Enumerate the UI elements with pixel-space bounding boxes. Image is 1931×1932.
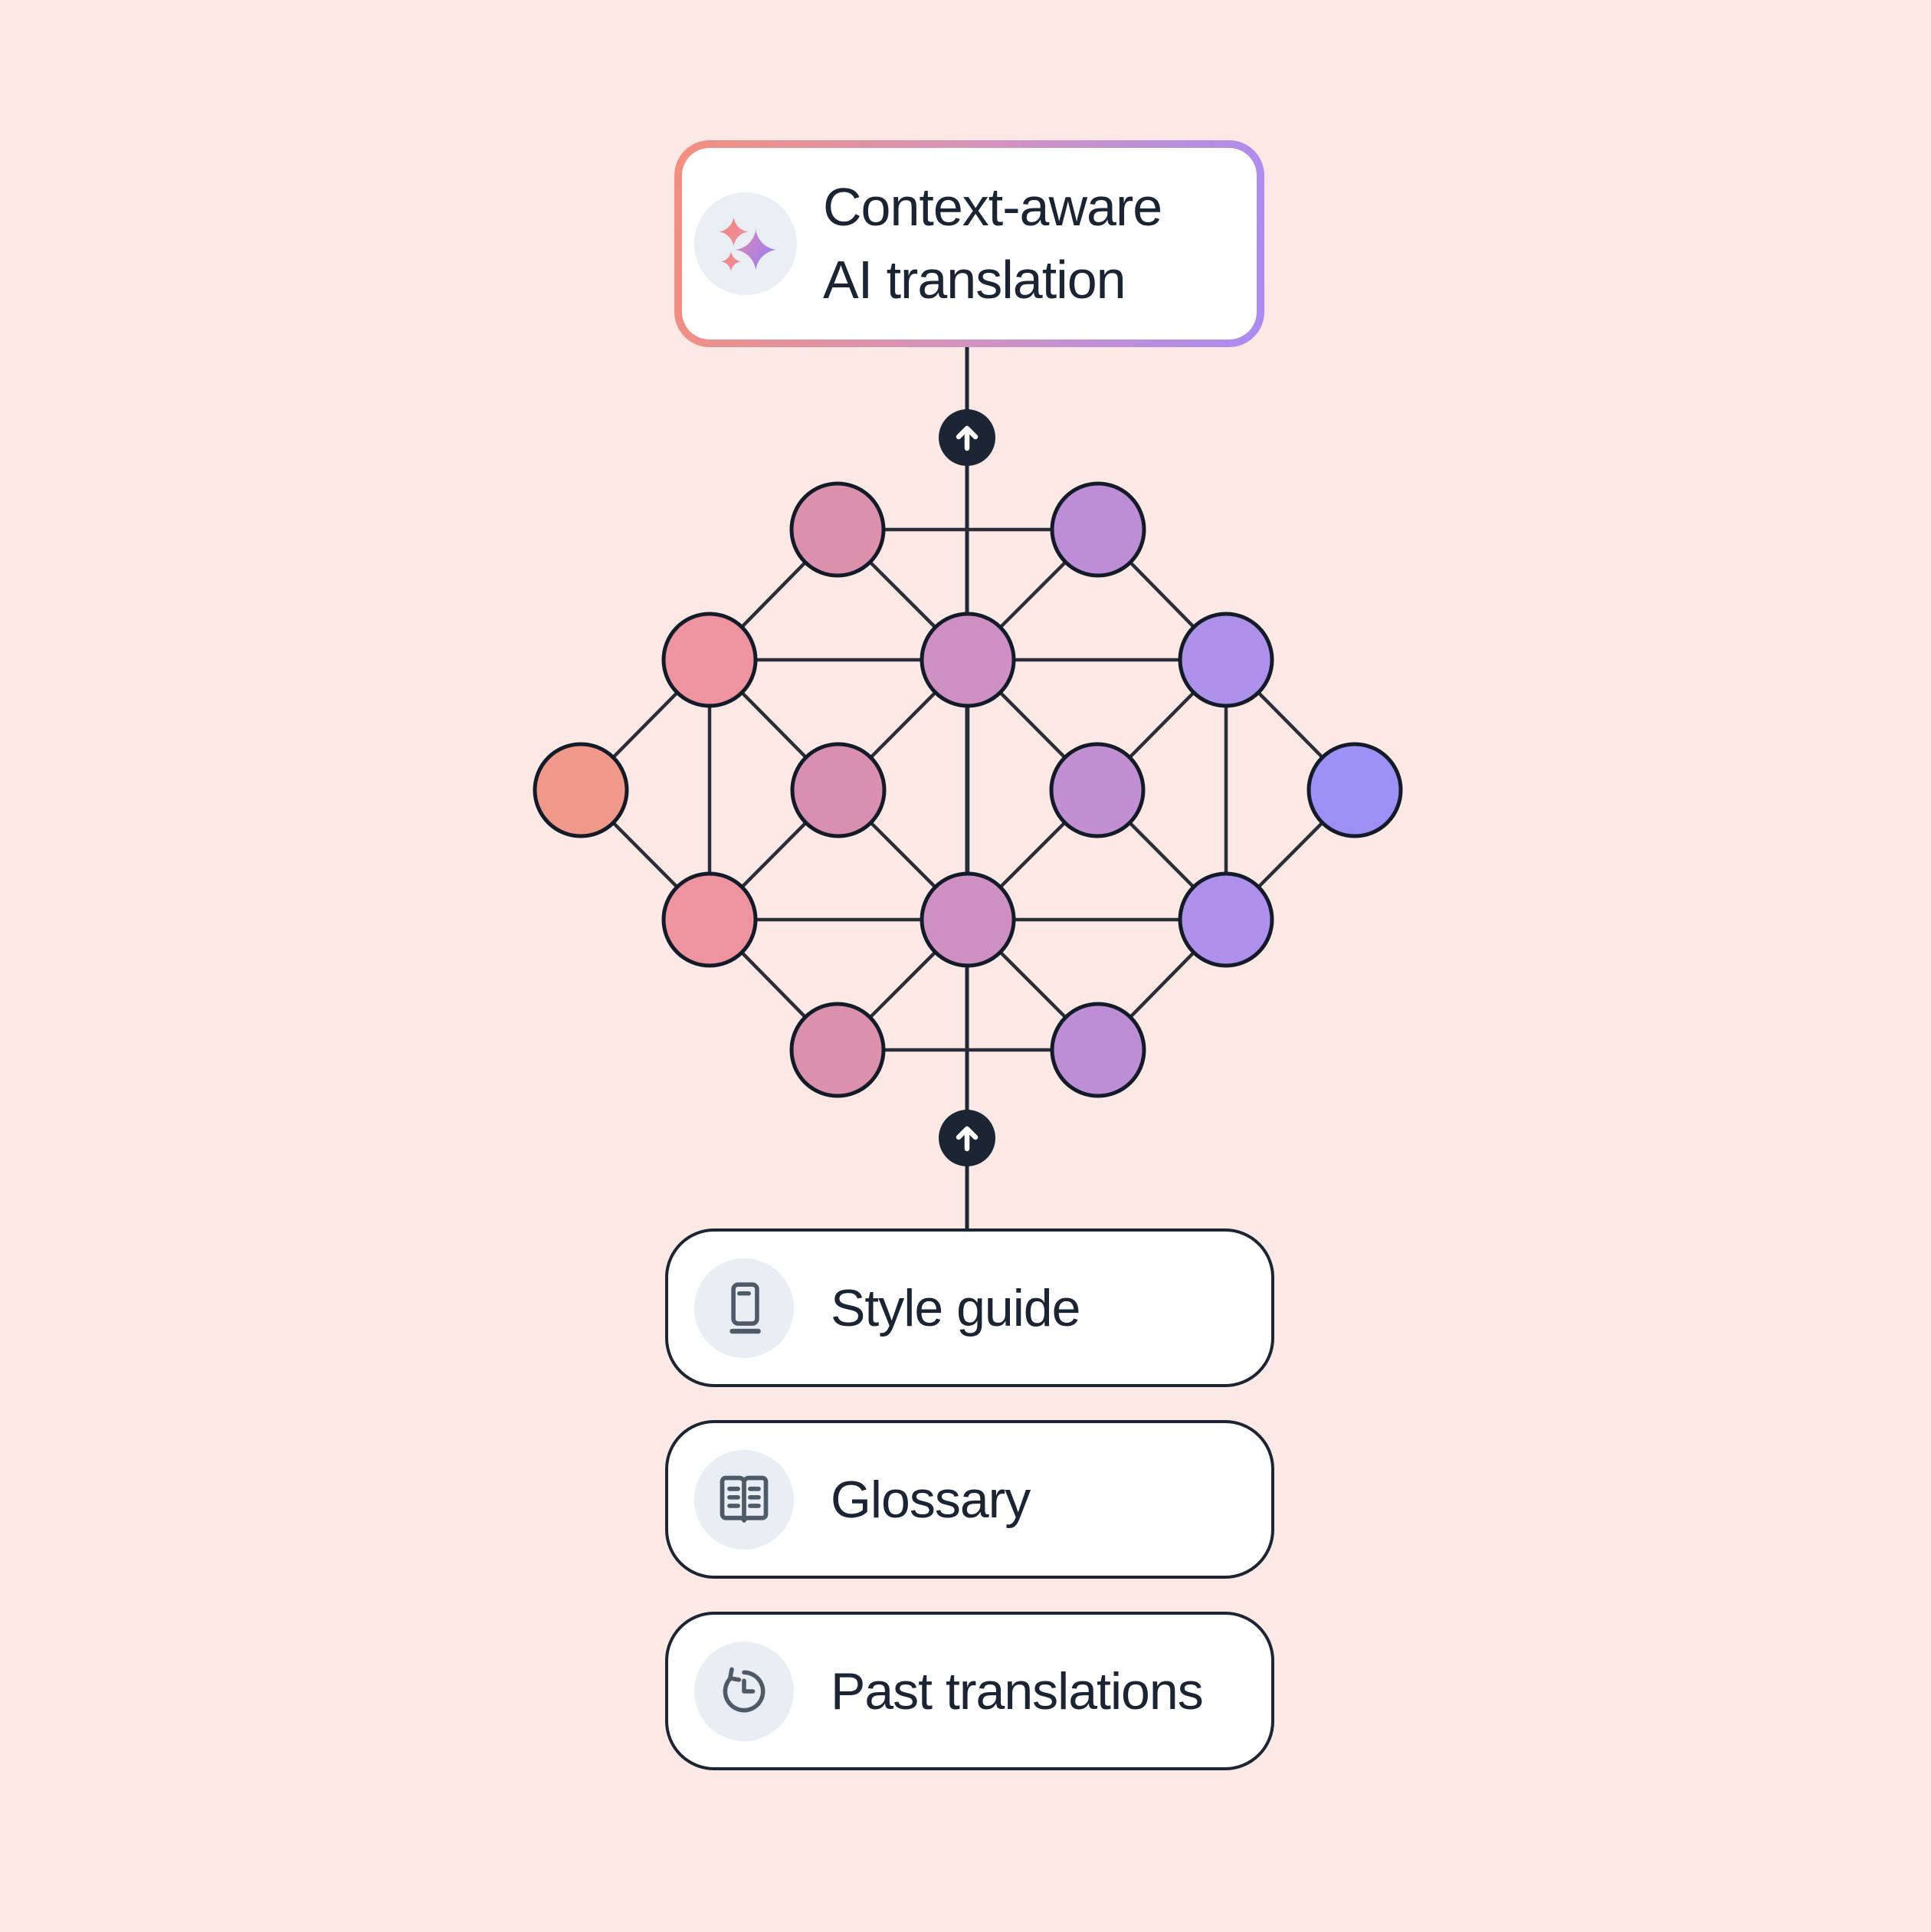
up-arrow-icon [956,1126,979,1152]
glossary-card: Glossary [665,1420,1274,1579]
glossary-icon-circle [694,1449,794,1550]
style-guide-icon-circle [694,1258,794,1358]
context-card-title: Context-aware AI translation [823,171,1162,317]
open-book-icon [720,1475,769,1523]
style-guide-card: Style guide [665,1228,1274,1387]
network-node-a2 [1050,481,1146,578]
sparkles-badge [694,192,797,295]
network-node-b2 [920,612,1016,708]
context-card: Context-aware AI translation [674,140,1264,347]
network-node-d2 [920,871,1016,968]
network-node-d1 [661,871,758,968]
network-node-e1 [789,1002,886,1098]
up-arrow-icon [956,425,979,451]
network-node-e2 [1050,1002,1146,1098]
network-node-c3 [1049,742,1146,838]
network-node-d3 [1178,871,1274,968]
style-guide-label: Style guide [831,1278,1080,1337]
network-node-c2 [790,742,887,838]
network-node-a1 [789,481,886,578]
past-translations-label: Past translations [831,1661,1204,1720]
network-node-b1 [661,612,758,708]
network-node-c1 [533,742,629,838]
book-icon [729,1281,761,1333]
glossary-label: Glossary [831,1470,1031,1529]
network-node-b3 [1178,612,1274,708]
context-card-line2: AI translation [823,250,1126,310]
network-node-c4 [1306,742,1403,838]
history-icon [723,1667,766,1712]
sparkles-icon [719,217,776,272]
context-card-line1: Context-aware [823,177,1162,237]
past-translations-card: Past translations [665,1612,1274,1770]
past-translations-icon-circle [694,1641,794,1741]
